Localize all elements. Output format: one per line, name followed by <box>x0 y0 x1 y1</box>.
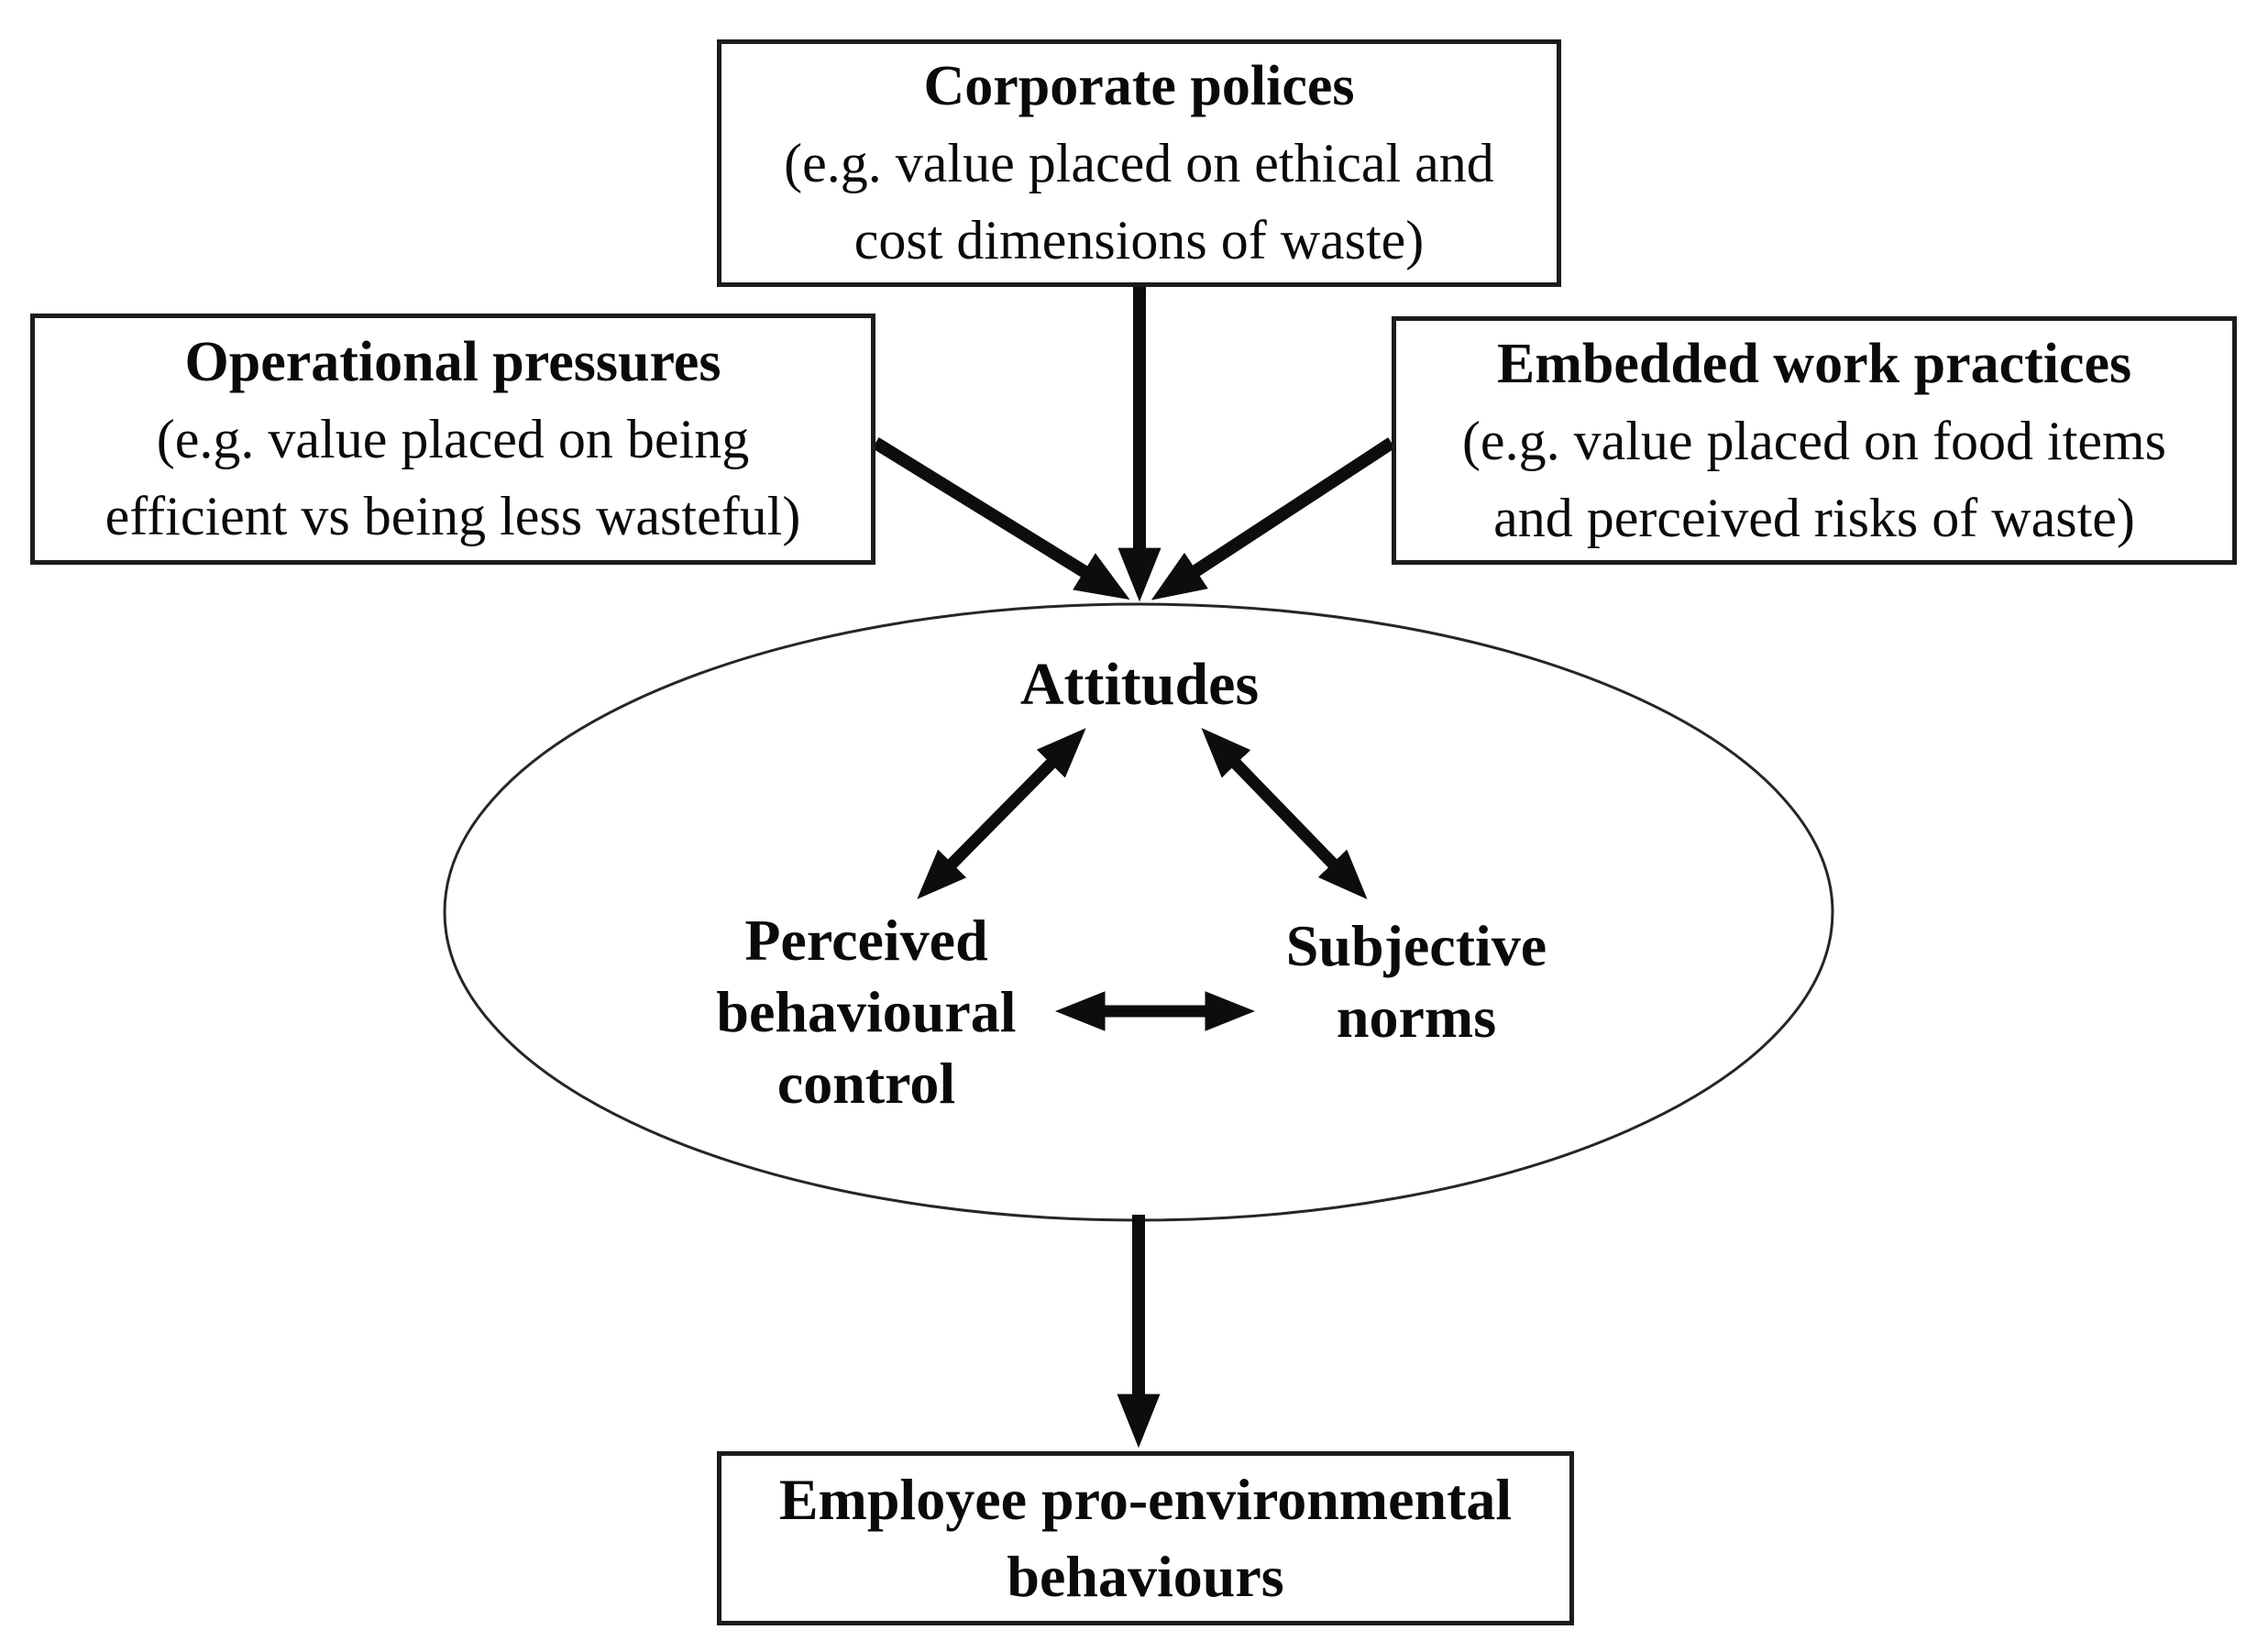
box-embedded-example-line2: and perceived risks of waste) <box>1493 487 2135 548</box>
arrow-embedded-to-ellipse <box>1151 437 1395 600</box>
label-pbc-line2: behavioural <box>716 979 1017 1044</box>
label-perceived-behavioural-control: Perceived behavioural control <box>716 905 1016 1119</box>
box-corporate-example-line1: (e.g. value placed on ethical and <box>784 133 1494 193</box>
box-operational-pressures: Operational pressures (e.g. value placed… <box>30 314 875 565</box>
box-outcome-line2: behaviours <box>1007 1544 1284 1609</box>
box-employee-pro-environmental-behaviours: Employee pro-environmental behaviours <box>717 1451 1574 1625</box>
box-corporate-example-line2: cost dimensions of waste) <box>853 210 1425 270</box>
box-operational-title: Operational pressures <box>184 331 721 393</box>
arrow-subjective-attitudes <box>1201 728 1360 892</box>
box-embedded-work-practices: Embedded work practices (e.g. value plac… <box>1392 316 2237 565</box>
box-embedded-title: Embedded work practices <box>1496 332 2132 395</box>
label-sn-line2: norms <box>1336 985 1497 1050</box>
box-corporate-policies: Corporate polices (e.g. value placed on … <box>717 39 1561 287</box>
label-attitudes: Attitudes <box>1019 651 1260 718</box>
label-pbc-line1: Perceived <box>744 908 988 973</box>
box-operational-example-line2: efficient vs being less wasteful) <box>105 486 801 546</box>
label-subjective-norms: Subjective norms <box>1286 910 1547 1053</box>
label-sn-line1: Subjective <box>1285 913 1547 978</box>
box-embedded-example-line1: (e.g. value placed on food items <box>1461 410 2167 471</box>
arrow-operational-to-ellipse <box>872 437 1130 600</box>
box-operational-example-line1: (e.g. value placed on being <box>156 409 750 469</box>
arrow-pbc-attitudes <box>924 728 1086 892</box>
label-pbc-line3: control <box>776 1051 956 1116</box>
box-corporate-title: Corporate polices <box>923 55 1355 117</box>
box-outcome-line1: Employee pro-environmental <box>778 1467 1513 1532</box>
